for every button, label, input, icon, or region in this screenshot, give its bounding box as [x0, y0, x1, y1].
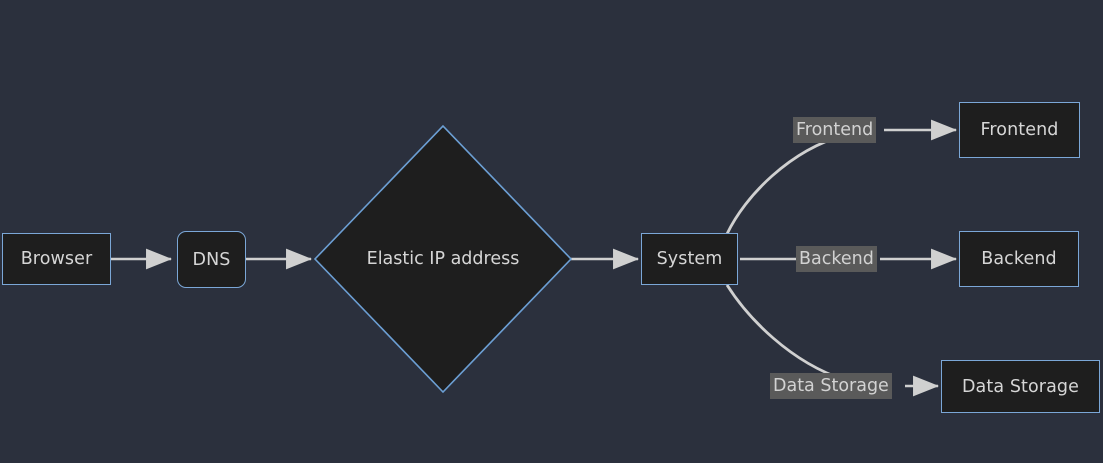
edge-label-backend: Backend	[796, 246, 877, 272]
node-frontend[interactable]: Frontend	[959, 102, 1080, 158]
node-system-label: System	[656, 249, 723, 269]
node-backend[interactable]: Backend	[959, 231, 1079, 287]
edge-label-frontend: Frontend	[793, 117, 877, 143]
edge-label-data-storage: Data Storage	[770, 373, 892, 399]
diamond-shape-icon	[314, 125, 572, 393]
node-system[interactable]: System	[641, 233, 738, 285]
edge-system-to-data-storage	[725, 284, 940, 397]
edge-label-data-storage-text: Data Storage	[773, 376, 889, 396]
node-elastic-ip-label: Elastic IP address	[366, 249, 520, 269]
node-backend-label: Backend	[981, 249, 1057, 269]
node-browser-label: Browser	[20, 249, 93, 269]
edge-system-to-frontend	[725, 119, 958, 235]
edge-label-frontend-text: Frontend	[796, 120, 874, 140]
node-data-storage-label: Data Storage	[961, 376, 1080, 397]
node-data-storage[interactable]: Data Storage	[941, 360, 1100, 413]
node-browser[interactable]: Browser	[2, 233, 111, 285]
node-frontend-label: Frontend	[980, 120, 1059, 140]
edge-label-backend-text: Backend	[799, 249, 874, 269]
node-dns[interactable]: DNS	[177, 231, 246, 288]
node-dns-label: DNS	[192, 249, 231, 270]
node-elastic-ip[interactable]: Elastic IP address	[314, 125, 572, 393]
